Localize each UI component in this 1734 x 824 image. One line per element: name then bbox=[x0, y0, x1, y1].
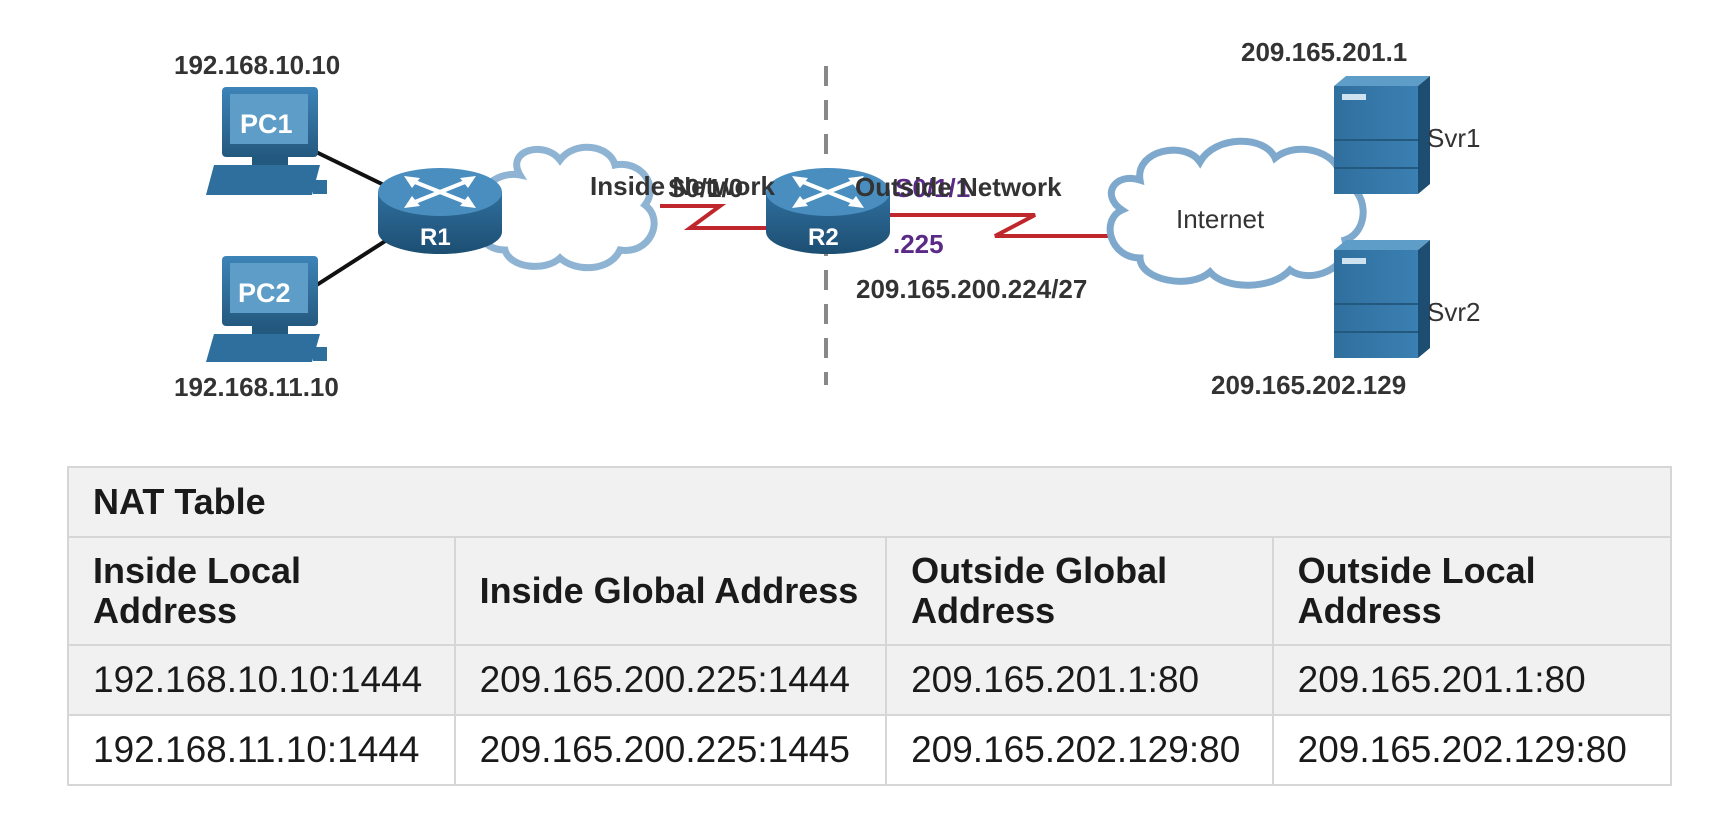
nat-table-title-row: NAT Table bbox=[67, 466, 1672, 538]
svr1-label: Svr1 bbox=[1427, 123, 1480, 153]
r1-label: R1 bbox=[420, 224, 451, 251]
r1-r2-serial-link bbox=[660, 204, 775, 230]
header-inside-global: Inside Global Address bbox=[453, 536, 888, 646]
header-inside-local: Inside Local Address bbox=[67, 536, 456, 646]
pc1-ip-label: 192.168.10.10 bbox=[174, 50, 340, 80]
r2-outside-host-label: .225 bbox=[893, 229, 944, 259]
r2-outside-interface-label: S0/1/1 bbox=[895, 173, 970, 203]
pc1-computer-icon bbox=[206, 87, 327, 195]
table-cell: 209.165.202.129:80 bbox=[1271, 714, 1673, 786]
table-cell: 209.165.200.225:1445 bbox=[453, 714, 888, 786]
pc2-r1-link bbox=[310, 236, 392, 290]
header-outside-local: Outside Local Address bbox=[1271, 536, 1673, 646]
network-topology-diagram: PC1 192.168.10.10 PC2 192.168.11.10 R1 bbox=[174, 37, 1480, 402]
nat-table-title: NAT Table bbox=[67, 466, 1672, 538]
r2-router-icon bbox=[766, 168, 890, 254]
table-cell: 209.165.202.129:80 bbox=[885, 714, 1274, 786]
inside-network-cloud bbox=[475, 143, 658, 272]
svr1-ip-label: 209.165.201.1 bbox=[1241, 37, 1407, 67]
nat-table-header-row: Inside Local Address Inside Global Addre… bbox=[67, 536, 1673, 646]
r2-internet-serial-link bbox=[880, 213, 1120, 238]
pc2-ip-label: 192.168.11.10 bbox=[174, 372, 339, 402]
table-row: 192.168.10.10:1444 209.165.200.225:1444 … bbox=[67, 644, 1673, 716]
pc1-r1-link bbox=[311, 148, 387, 188]
svr2-ip-label: 209.165.202.129 bbox=[1211, 370, 1406, 400]
nat-table: NAT Table Inside Local Address Inside Gl… bbox=[67, 466, 1673, 786]
pc2-label: PC2 bbox=[238, 278, 291, 308]
outside-subnet-label: 209.165.200.224/27 bbox=[856, 274, 1087, 304]
internet-label: Internet bbox=[1176, 204, 1265, 234]
table-cell: 192.168.11.10:1444 bbox=[67, 714, 456, 786]
table-row: 192.168.11.10:1444 209.165.200.225:1445 … bbox=[67, 714, 1673, 786]
inside-network-label: Inside Network bbox=[590, 171, 775, 201]
table-cell: 192.168.10.10:1444 bbox=[67, 644, 456, 716]
r2-label: R2 bbox=[808, 224, 839, 251]
table-cell: 209.165.200.225:1444 bbox=[453, 644, 888, 716]
outside-network-label: Outside Network bbox=[855, 172, 1062, 202]
table-cell: 209.165.201.1:80 bbox=[885, 644, 1274, 716]
pc1-label: PC1 bbox=[240, 109, 293, 139]
r1-router-icon bbox=[378, 168, 502, 254]
svr1-server-icon bbox=[1334, 76, 1430, 194]
svr2-server-icon bbox=[1334, 240, 1430, 358]
table-cell: 209.165.201.1:80 bbox=[1271, 644, 1673, 716]
r2-inside-interface-label: S0/1/0 bbox=[668, 173, 743, 203]
header-outside-global: Outside Global Address bbox=[885, 536, 1274, 646]
svr2-label: Svr2 bbox=[1427, 297, 1480, 327]
pc2-computer-icon bbox=[206, 256, 327, 362]
